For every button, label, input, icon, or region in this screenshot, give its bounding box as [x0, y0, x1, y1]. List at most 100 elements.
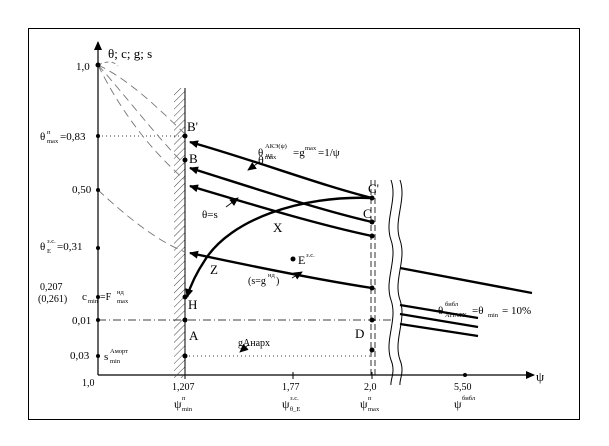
dashed-curve-4	[97, 189, 186, 253]
svg-text:5,50: 5,50	[454, 382, 472, 393]
dot-D-curve	[369, 285, 375, 291]
svg-text:θ: θ	[40, 241, 45, 253]
svg-text:min: min	[88, 298, 99, 305]
svg-text:з.с.: з.с.	[306, 252, 315, 259]
dot-A	[182, 317, 188, 323]
svg-text:з.с.: з.с.	[47, 238, 56, 245]
right-line-2	[399, 303, 479, 320]
svg-text:θ: θ	[438, 305, 443, 317]
dot-A-low	[182, 353, 188, 359]
svg-text:АКЭ(ψ): АКЭ(ψ)	[265, 143, 287, 150]
svg-text:нд: нд	[268, 272, 275, 279]
dashed-curve-3	[97, 64, 186, 181]
pointer-s-eq-g	[291, 271, 303, 280]
svg-text:АНАРХ: АНАРХ	[445, 312, 467, 319]
label-s-eq-g: (s=g нд )	[248, 272, 279, 287]
point-label-C-prime: C'	[368, 181, 379, 196]
dot-C-prime	[369, 195, 375, 201]
svg-text:библ: библ	[445, 301, 459, 308]
dot-001-axis	[96, 318, 100, 322]
label-theta-eq-s: θ=s	[202, 209, 218, 221]
svg-text:ψ: ψ	[282, 397, 290, 411]
svg-text:θ: θ	[258, 153, 264, 167]
curve-theta-nd	[189, 166, 373, 224]
y-label-s-min: s Амopт min	[104, 348, 128, 365]
svg-text:ψ: ψ	[454, 397, 462, 411]
y-label-cmin-paren: (0,261)	[38, 294, 67, 305]
svg-text:θ: θ	[40, 131, 45, 143]
x-label-1207: 1,207 ψ п min	[172, 382, 195, 413]
dashed-curve-5	[97, 61, 119, 67]
y-label-theta-e: θ з.с. E =0,31	[40, 238, 82, 255]
svg-text:): )	[276, 276, 279, 287]
svg-text:min: min	[110, 358, 121, 365]
svg-text:c: c	[82, 291, 87, 303]
point-label-D: D	[355, 326, 364, 341]
svg-text:min: min	[182, 406, 193, 413]
curve-theta-eq-s	[189, 184, 373, 238]
x-label-177: 1,77 ψ з.с. θ_E	[282, 382, 300, 413]
svg-text:нд: нд	[117, 289, 124, 296]
svg-text:=g: =g	[293, 147, 305, 159]
svg-text:max: max	[265, 154, 277, 161]
svg-text:1,77: 1,77	[282, 382, 300, 393]
axis-break-left	[388, 179, 394, 386]
svg-text:п: п	[47, 129, 51, 136]
pointer-theta-nd	[247, 162, 259, 171]
y-axis-title: θ; c; g; s	[108, 46, 152, 61]
curve-theta-ake	[189, 140, 373, 200]
svg-text:=0,31: =0,31	[57, 241, 82, 253]
label-theta-anarkh: θ библ АНАРХ =θ min = 10%	[438, 301, 531, 319]
svg-text:библ: библ	[462, 395, 476, 402]
point-label-C: C	[363, 206, 372, 221]
svg-text:max: max	[305, 145, 317, 152]
dot-D-low	[369, 347, 375, 353]
svg-text:max: max	[117, 298, 129, 305]
pointer-g-anarkh	[239, 343, 249, 353]
svg-text:=F: =F	[100, 292, 112, 303]
dot-H	[182, 294, 188, 300]
point-label-E: E з.с.	[298, 252, 315, 267]
svg-text:п: п	[368, 395, 372, 402]
svg-text:з.с.: з.с.	[290, 395, 299, 402]
svg-text:нд: нд	[266, 152, 273, 159]
y-label-one: 1,0	[76, 61, 90, 73]
svg-text:Амopт: Амopт	[110, 348, 128, 355]
point-label-B: B	[189, 151, 198, 166]
y-label-theta-max: θ п max =0,83	[40, 129, 86, 145]
svg-text:(s=g: (s=g	[248, 276, 266, 287]
y-label-cmin: c min =F нд max	[82, 289, 129, 305]
point-label-B-prime: B'	[187, 119, 198, 134]
dot-D	[369, 317, 375, 323]
y-label-003: 0,03	[70, 350, 90, 362]
dashed-curve-2	[97, 64, 186, 166]
dot-003-axis	[96, 354, 100, 358]
curve-H-to-C-prime	[185, 196, 373, 298]
y-label-cmin-top: 0,207	[40, 282, 63, 293]
dot-1-1	[95, 62, 101, 68]
svg-text:E: E	[298, 253, 305, 267]
svg-text:max: max	[368, 406, 380, 413]
label-theta-nd: θ нд	[258, 152, 273, 167]
curve-s-eq-g	[189, 250, 373, 290]
svg-text:max: max	[47, 138, 59, 145]
x-axis-title: ψ	[536, 369, 544, 384]
dot-half-axis	[96, 188, 100, 192]
y-label-001: 0,01	[72, 315, 91, 327]
right-line-4	[399, 322, 479, 338]
dot-x-550	[463, 373, 467, 377]
axis-break-right	[397, 179, 403, 386]
svg-text:s: s	[104, 351, 108, 363]
svg-text:min: min	[488, 312, 499, 319]
svg-text:=θ: =θ	[472, 305, 483, 317]
svg-text:ψ: ψ	[174, 397, 182, 411]
svg-text:= 10%: = 10%	[502, 305, 531, 317]
dot-B	[182, 157, 188, 163]
dot-theta-e-axis	[96, 246, 100, 250]
pointer-theta-eq-s	[225, 197, 239, 208]
svg-text:=0,83: =0,83	[60, 131, 86, 143]
dot-C-2	[369, 233, 375, 239]
label-g-anarkh: gАнарх	[238, 338, 270, 349]
y-label-half: 0,50	[72, 184, 92, 196]
